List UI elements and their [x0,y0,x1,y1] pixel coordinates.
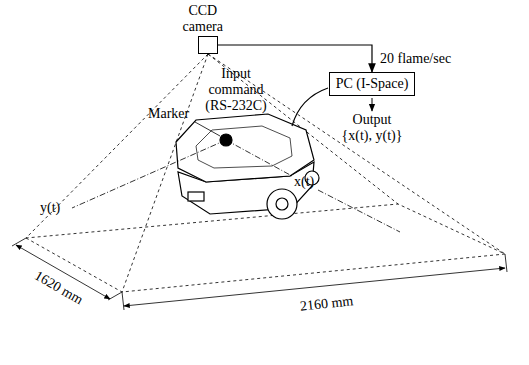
command-label: Input command (RS-232C) [197,66,275,114]
camera-box: CCD camera [198,36,218,54]
dimension-line [12,238,507,310]
axis-label: x(t) [294,174,314,190]
dimension-label: 2160 mm [299,293,354,314]
leader-line [195,122,220,136]
pc-box: PC (I-Space) [329,72,416,96]
axis-label: y(t) [40,200,60,216]
box-label: PC (I-Space) [336,76,409,92]
output-arrow [372,98,373,111]
marker-label: Marker [148,106,189,122]
camera-label: CCD camera [177,3,229,35]
view-cone [26,54,505,292]
coordinate-line [72,140,400,232]
output-value: {x(t), y(t)} [342,128,403,144]
robot [176,114,319,219]
edge-label: 20 flame/sec [378,51,453,67]
dimension-label: 1620 mm [32,268,86,308]
output-label: Output [353,112,392,128]
cable [292,88,328,126]
